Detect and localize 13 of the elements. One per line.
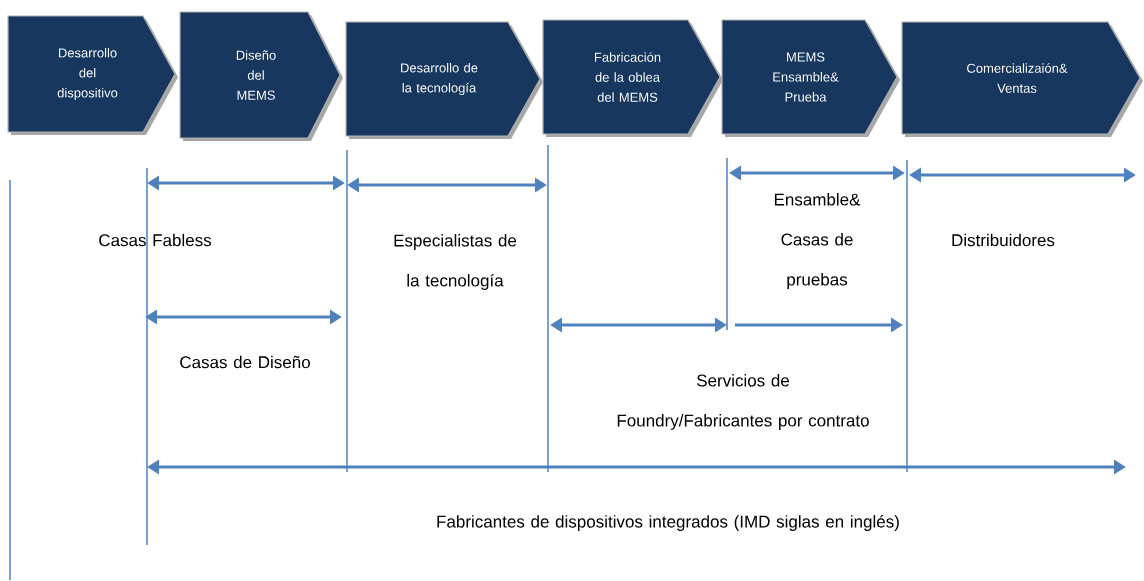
group-label: Casas de Diseño bbox=[180, 355, 310, 369]
process-step: Fabricación de la oblea del MEMS bbox=[542, 19, 723, 137]
process-step: Comercializaión& Ventas bbox=[901, 21, 1143, 137]
group-label: Servicios de Foundry/Fabricantes por contrato bbox=[617, 374, 869, 430]
process-step: MEMS Ensamble& Prueba bbox=[721, 19, 900, 137]
process-step: Diseño del MEMS bbox=[179, 11, 343, 141]
group-label: Casas Fabless bbox=[99, 233, 212, 247]
process-step: Desarrollo de la tecnología bbox=[345, 21, 543, 139]
process-step: Desarrollo del dispositivo bbox=[7, 15, 178, 135]
group-label: Especialistas de la tecnología bbox=[394, 234, 517, 290]
group-label: Ensamble& Casas de pruebas bbox=[774, 193, 861, 289]
group-label: Fabricantes de dispositivos integrados (IMD siglas en inglés) bbox=[437, 514, 899, 531]
group-label: Distribuidores bbox=[952, 233, 1055, 247]
